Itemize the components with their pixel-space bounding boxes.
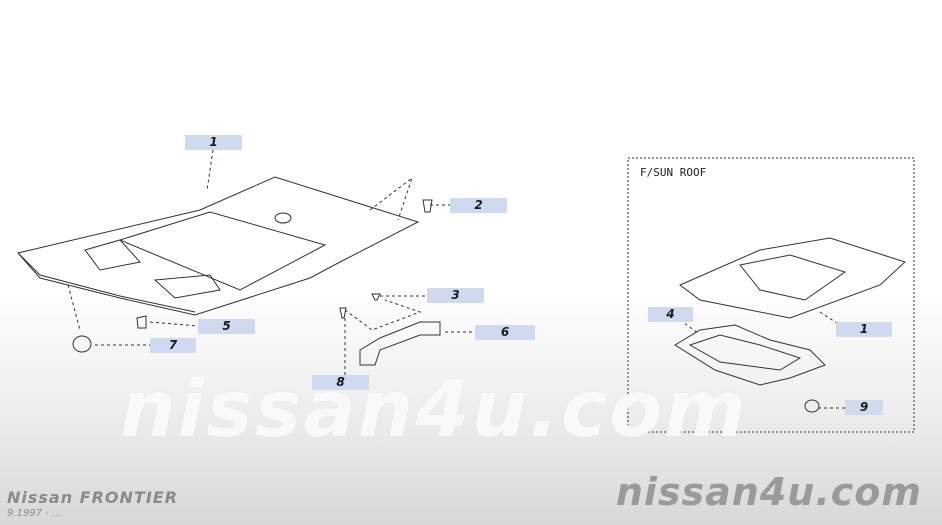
screw-part-8 (339, 307, 347, 319)
headliner-panel (17, 176, 420, 316)
model-name: Nissan FRONTIER (7, 488, 179, 507)
callout-7: 7 (150, 338, 196, 353)
fastener-part-5 (136, 315, 147, 329)
nut-part-9 (804, 399, 820, 413)
sunroof-opening (118, 211, 327, 291)
sunroof-shade-frame (674, 324, 826, 386)
clip-part-2 (422, 199, 433, 213)
callout-3: 3 (427, 288, 484, 303)
callout-2: 2 (450, 198, 507, 213)
bracket-part-6 (359, 321, 441, 366)
dome-light-hole (274, 212, 292, 224)
callout-1: 1 (185, 135, 242, 150)
callout-9: 9 (845, 400, 883, 415)
watermark: nissan4u.com (120, 365, 748, 455)
inset-title: F/SUN ROOF (640, 166, 707, 179)
model-date: 9.1997 - ... (7, 508, 62, 519)
callout-5: 5 (198, 319, 255, 334)
screw-part-3 (371, 293, 381, 301)
callout-8: 8 (312, 375, 369, 390)
brand-logo: nissan4u.com (615, 470, 922, 514)
inset-headliner-panel (679, 237, 906, 319)
callout-inset-1: 1 (836, 322, 892, 337)
clip-part-7 (72, 335, 92, 353)
callout-6: 6 (475, 325, 535, 340)
callout-4: 4 (648, 307, 693, 322)
headliner-front-edge (17, 252, 196, 313)
